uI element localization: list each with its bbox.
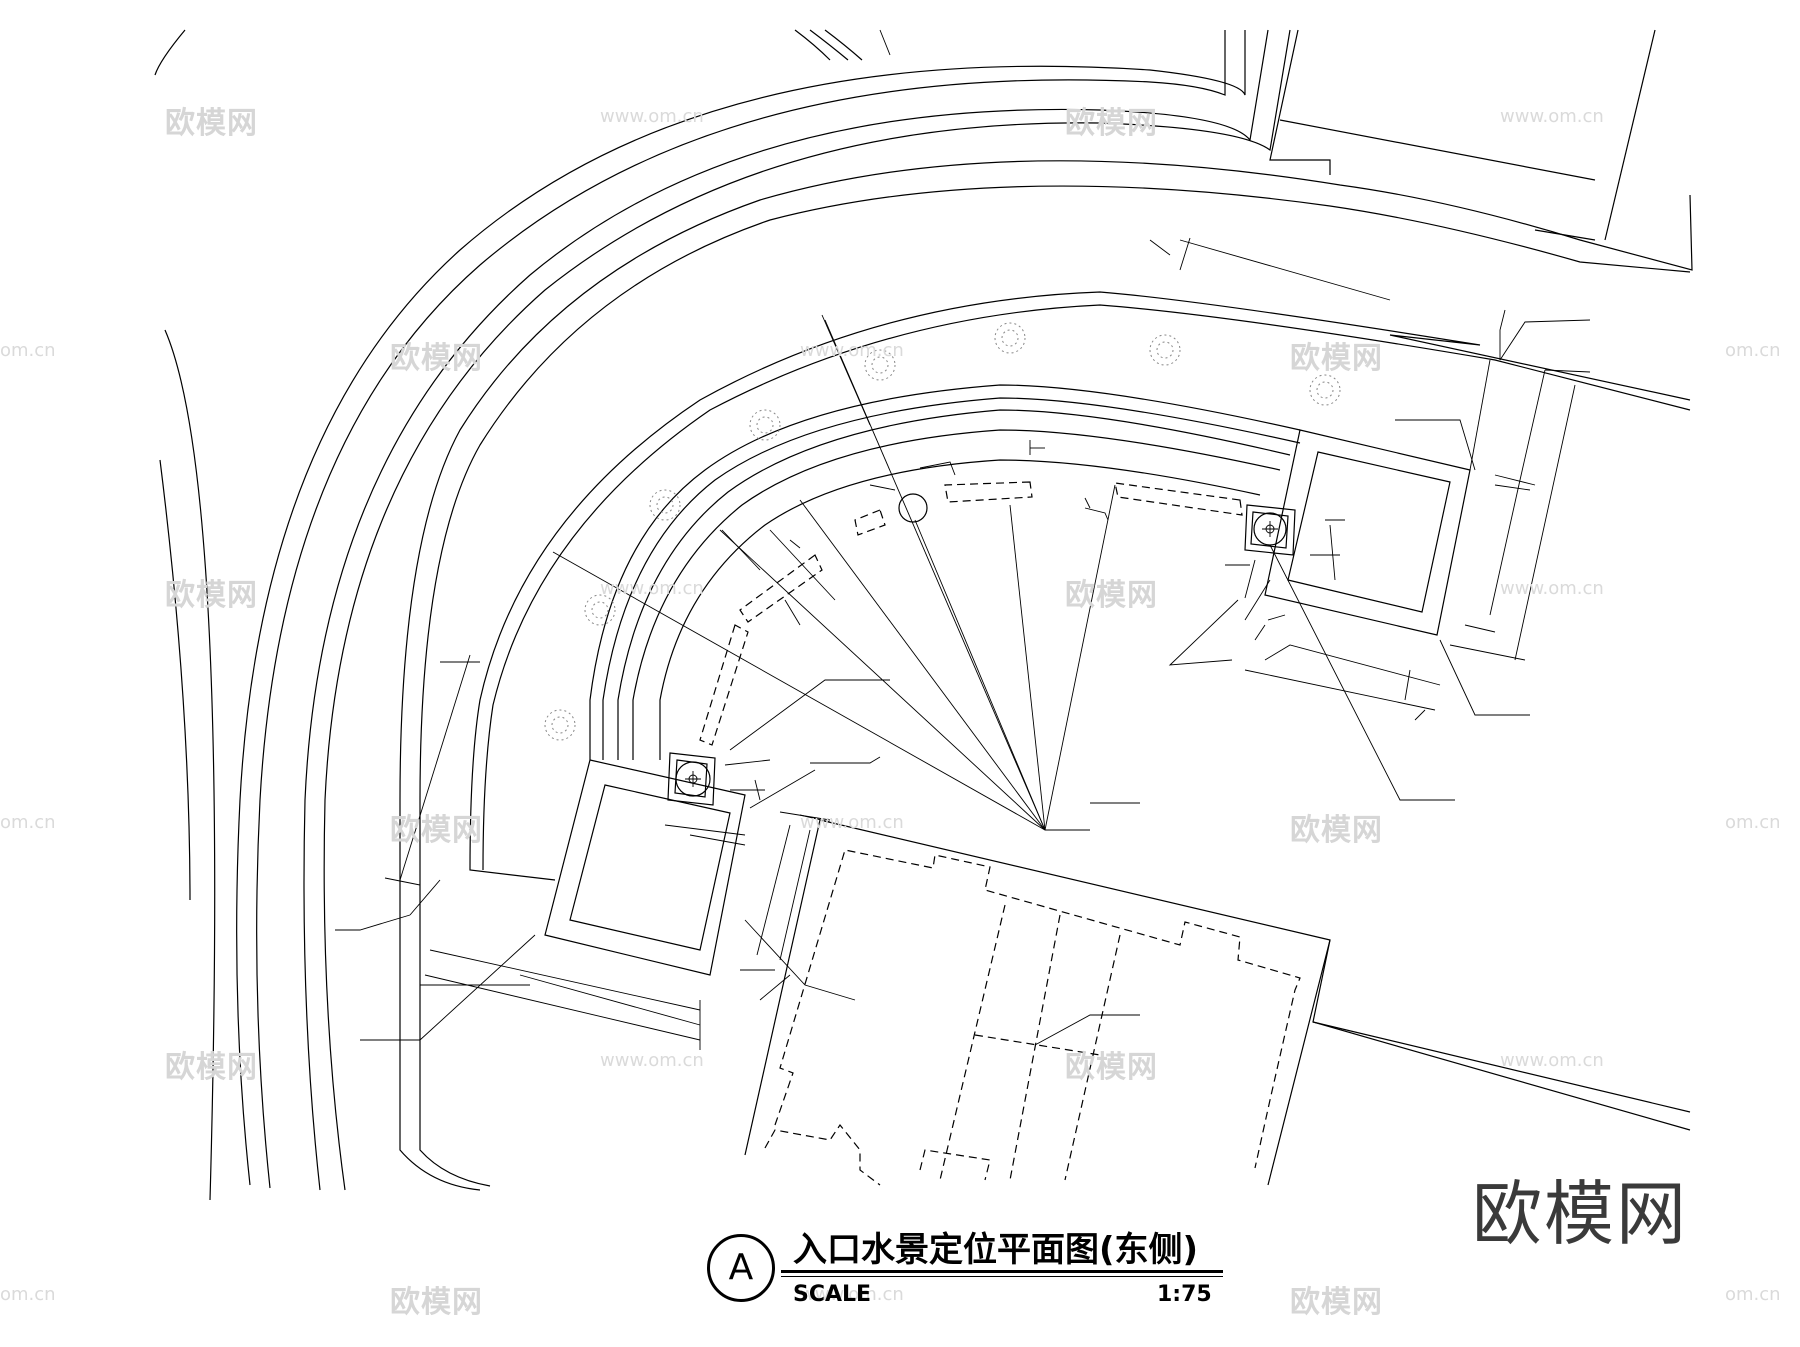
watermark-logo: 欧模网 — [390, 813, 483, 848]
watermark-url: www.om.cn — [600, 1050, 704, 1071]
ub-edge-2 — [1604, 29, 1656, 241]
dimension-lines-right — [729, 237, 1591, 809]
building-leader — [1034, 1014, 1140, 1046]
watermark-url: www.om.cn — [600, 106, 704, 127]
road-band-4 — [323, 29, 1291, 1191]
watermark-logo: 欧模网 — [1065, 578, 1158, 613]
top-tick — [879, 29, 891, 56]
title-underline-thin — [781, 1276, 1223, 1277]
watermark-url: om.cn — [1725, 1284, 1781, 1305]
right-pier-outer — [1264, 429, 1471, 636]
watermark-url: om.cn — [0, 812, 56, 833]
ub-line — [1279, 119, 1596, 181]
watermark-logo: 欧模网 — [1065, 106, 1158, 141]
channel-seg-2 — [944, 481, 1033, 503]
ub-short — [1534, 229, 1596, 241]
top-curve-1 — [794, 29, 831, 61]
dimension-lines — [335, 654, 856, 1050]
channel-seg-3 — [854, 509, 886, 536]
watermark-url: www.om.cn — [1500, 1050, 1604, 1071]
building-dash-3 — [939, 904, 1006, 1181]
left-pier-inner — [569, 784, 731, 951]
watermark-url: www.om.cn — [800, 1284, 904, 1305]
title-block: A 入口水景定位平面图(东侧) SCALE 1:75 — [705, 1222, 1225, 1342]
pool-curb-4 — [632, 429, 1281, 760]
radial-lines — [552, 319, 1140, 831]
scale-value: 1:75 — [1157, 1282, 1212, 1307]
channel-seg-5 — [699, 624, 749, 746]
planting-bed-outer — [469, 291, 1691, 881]
edge-arc — [154, 29, 186, 76]
watermark-logo: 欧模网 — [390, 341, 483, 376]
pool-curb-2 — [602, 397, 1301, 760]
watermark-logo: 欧模网 — [1290, 341, 1383, 376]
ub-edge-1 — [1269, 29, 1331, 175]
watermark-logo: 欧模网 — [1290, 813, 1383, 848]
left-fountain-box — [667, 752, 716, 806]
building-dash-2 — [774, 849, 1301, 1169]
pool-curb-3 — [617, 409, 1291, 760]
scale-label: SCALE — [793, 1282, 872, 1307]
pool-curb-5 — [659, 459, 1261, 760]
arc-node — [898, 493, 928, 523]
left-fountain-inner — [674, 759, 708, 798]
building-extension-2 — [1312, 1021, 1691, 1113]
watermark-url: www.om.cn — [800, 340, 904, 361]
right-pier-inner — [1287, 451, 1451, 613]
watermark-url: www.om.cn — [1500, 106, 1604, 127]
road-band-1 — [236, 30, 1246, 1186]
top-curve-3 — [824, 29, 863, 61]
dim-radial-2 — [721, 529, 761, 571]
left-pier-outer — [544, 759, 746, 976]
channel-seg-1 — [1114, 482, 1243, 516]
watermark-url: www.om.cn — [800, 812, 904, 833]
right-fountain-inner — [1250, 511, 1289, 549]
watermark-url: www.om.cn — [600, 578, 704, 599]
right-fountain-box — [1244, 504, 1296, 556]
watermark-url: om.cn — [1725, 340, 1781, 361]
left-fountain-bowl — [675, 761, 711, 797]
top-curve-2 — [809, 29, 849, 61]
dim-radial-1 — [821, 314, 871, 426]
pool-curb-1 — [589, 384, 1301, 760]
shrub-symbols — [544, 322, 1341, 741]
watermark-url: www.om.cn — [1500, 578, 1604, 599]
drawing-title: 入口水景定位平面图(东侧) — [793, 1230, 1199, 1270]
watermark-logo: 欧模网 — [390, 1285, 483, 1320]
right-fountain-cross — [1262, 521, 1278, 537]
building-dash-7 — [919, 1149, 991, 1181]
building-outline — [744, 819, 1331, 1186]
section-marker: A — [707, 1234, 775, 1302]
title-underline-thick — [781, 1270, 1223, 1273]
planting-bed-inner — [482, 304, 1691, 871]
left-fountain-cross — [685, 771, 701, 787]
watermark-url: om.cn — [0, 1284, 56, 1305]
watermark-logo: 欧模网 — [165, 106, 258, 141]
watermark-logo: 欧模网 — [1290, 1285, 1383, 1320]
building-dash-1 — [764, 1123, 881, 1186]
watermark-logo: 欧模网 — [165, 578, 258, 613]
road-band-5 — [399, 160, 1693, 1191]
channel-seg-4 — [739, 554, 823, 623]
watermark-url: om.cn — [1725, 812, 1781, 833]
left-curve-b — [159, 459, 191, 901]
building-dash-6 — [974, 1034, 1101, 1056]
left-curve-a — [164, 329, 216, 1201]
building-dash-4 — [1009, 914, 1061, 1181]
road-band-6 — [419, 185, 1691, 1187]
watermark-logo: 欧模网 — [1065, 1050, 1158, 1085]
building-dash-5 — [1064, 934, 1121, 1181]
road-band-3 — [303, 29, 1269, 1191]
watermark-url: om.cn — [0, 340, 56, 361]
road-band-2 — [256, 30, 1226, 1189]
watermark-logo: 欧模网 — [165, 1050, 258, 1085]
brand-logo-text: 欧模网 — [1472, 1173, 1688, 1255]
